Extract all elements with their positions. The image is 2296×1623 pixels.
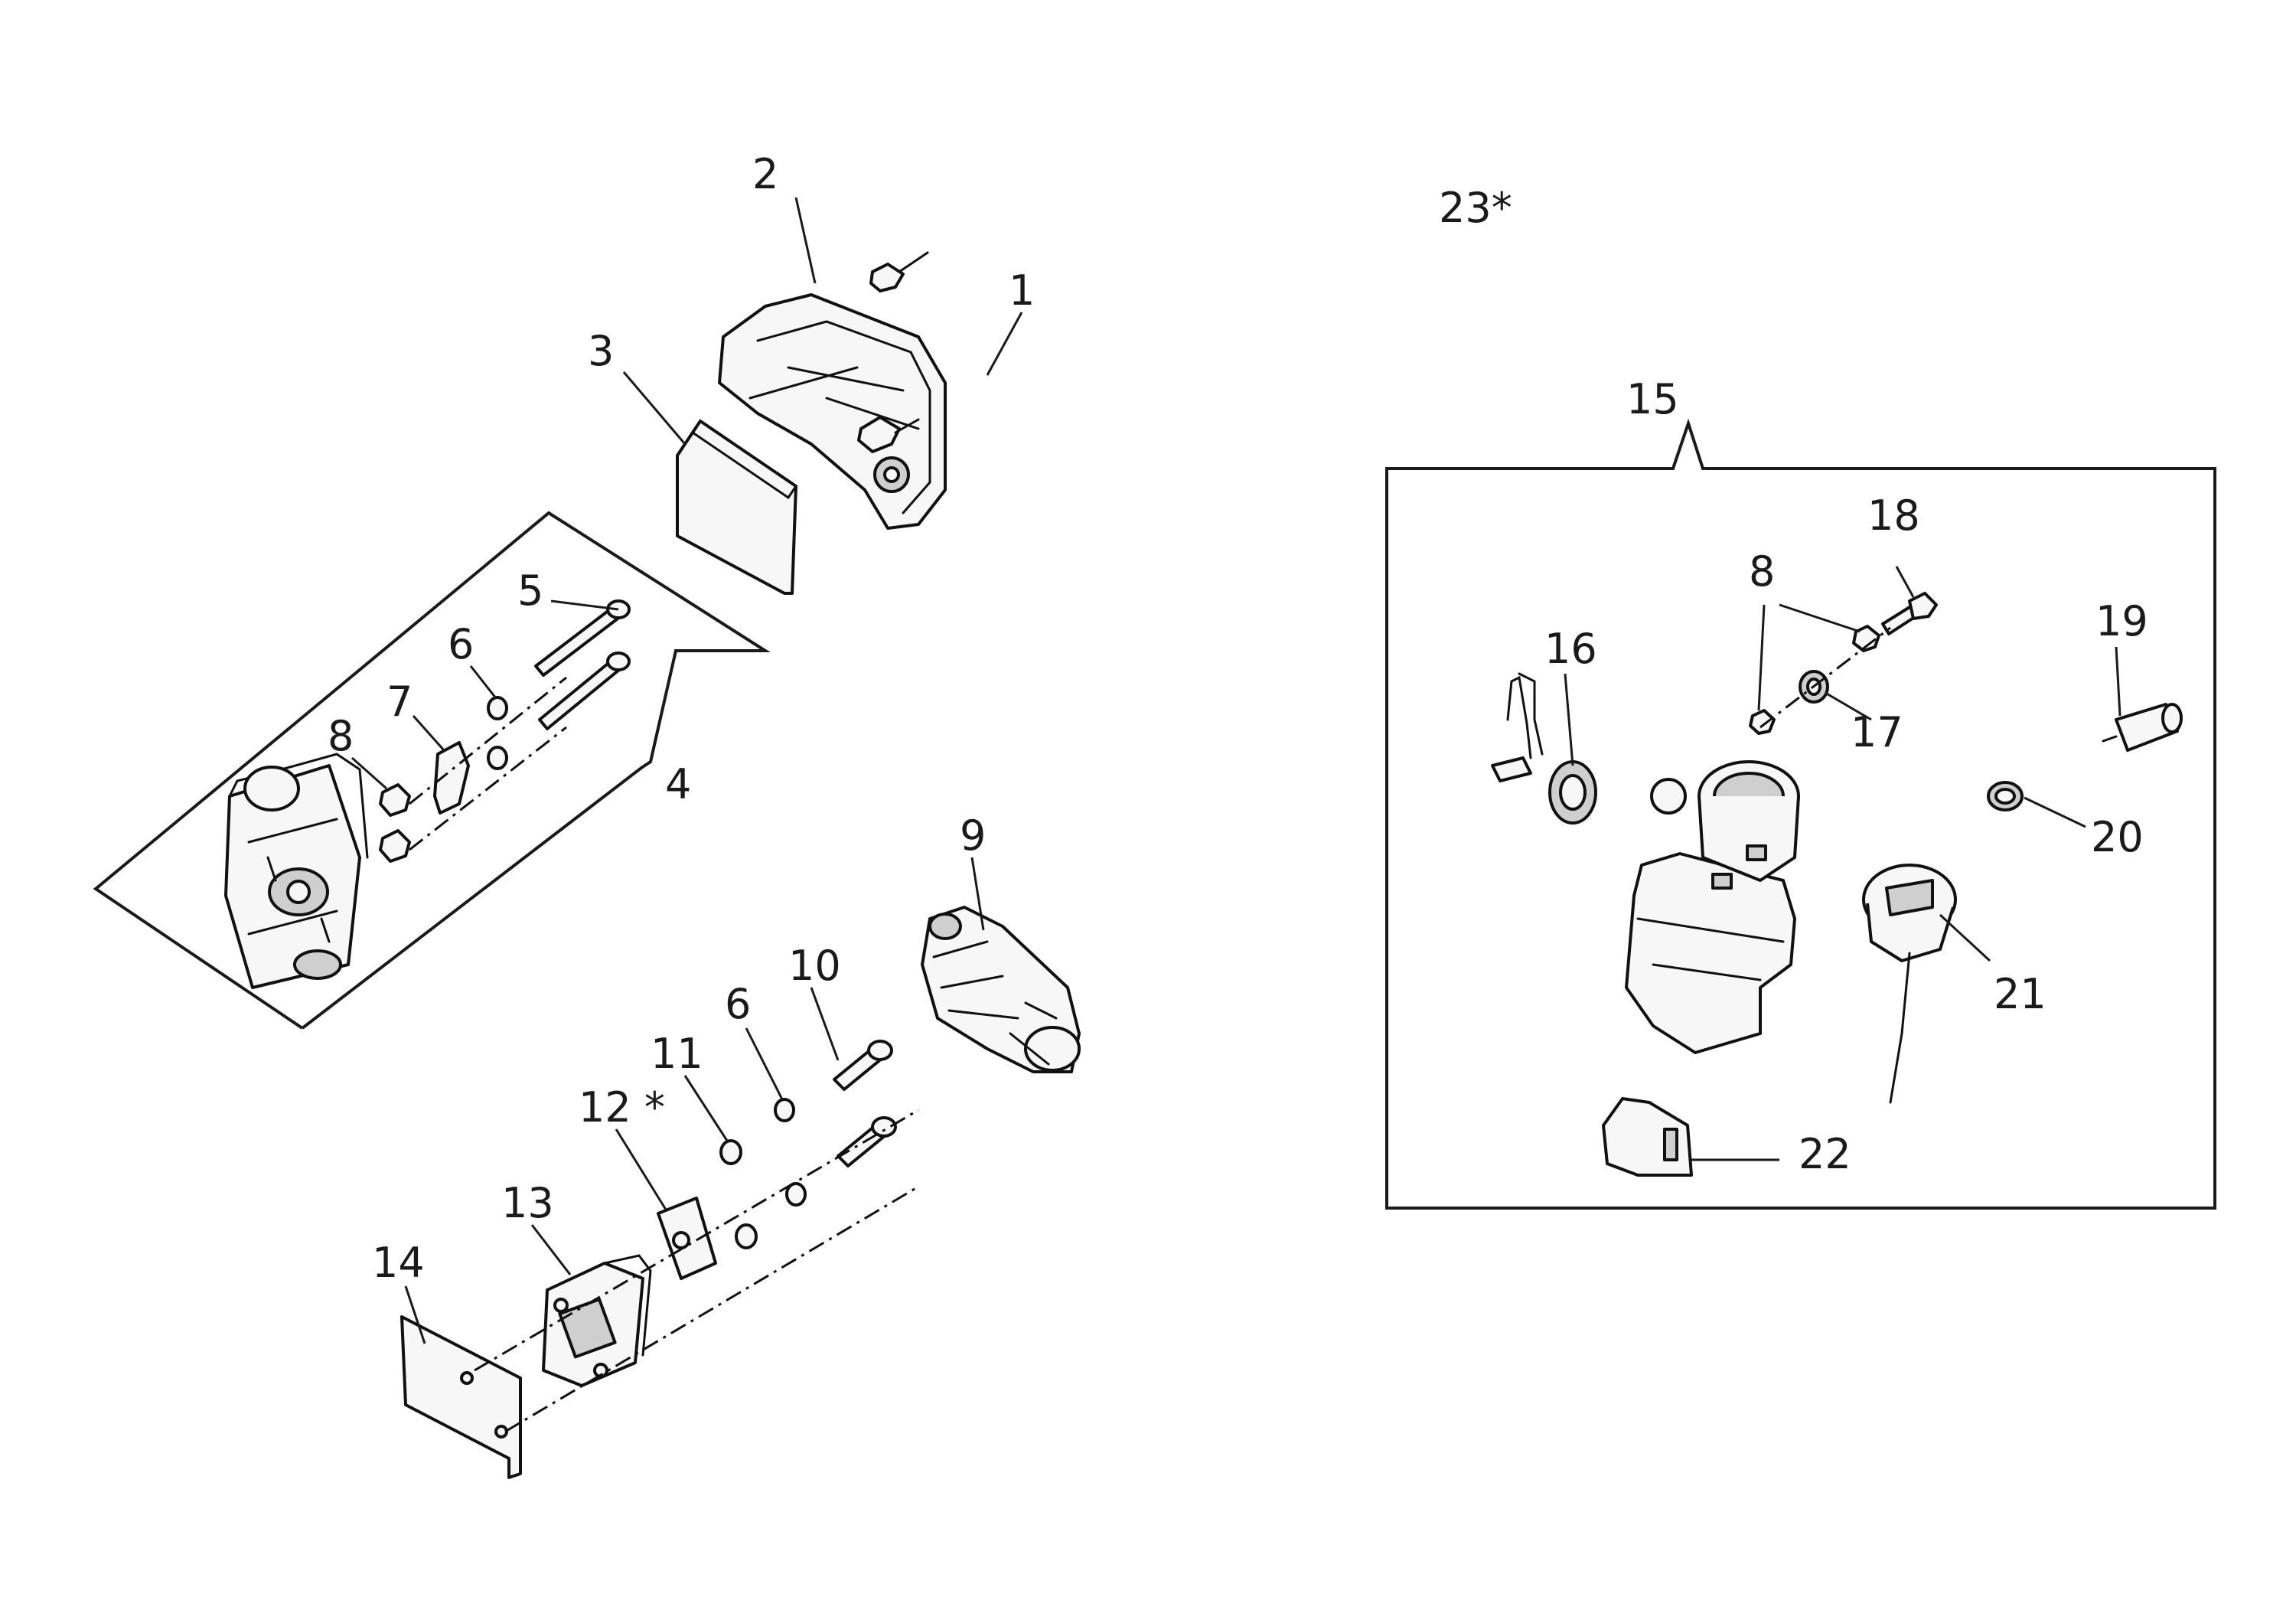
assembly-axis-line bbox=[504, 1185, 919, 1433]
callout-22: 22 bbox=[1799, 1130, 1851, 1178]
callout-8-left: 8 bbox=[328, 712, 354, 760]
cover-22-part bbox=[1602, 1097, 1693, 1177]
callout-7: 7 bbox=[386, 678, 413, 726]
callout-4: 4 bbox=[665, 760, 691, 808]
assembly-axis-line bbox=[409, 726, 567, 851]
callout-13: 13 bbox=[501, 1179, 554, 1227]
washer-6-lower-part bbox=[774, 1098, 807, 1207]
fuel-hose-16-part bbox=[1491, 672, 1597, 825]
callout-11: 11 bbox=[651, 1030, 703, 1078]
callout-19: 19 bbox=[2095, 597, 2148, 645]
callout-21: 21 bbox=[1994, 970, 2047, 1018]
callout-18: 18 bbox=[1867, 491, 1920, 540]
nut-8-part bbox=[379, 783, 411, 863]
fuel-filter-19-part bbox=[2102, 703, 2183, 752]
fuel-tank-part bbox=[1625, 760, 1800, 1054]
gasket-14-part bbox=[400, 1315, 522, 1479]
screw-1-part bbox=[857, 251, 929, 453]
air-filter-base-part bbox=[224, 753, 369, 989]
callout-15: 15 bbox=[1626, 375, 1679, 423]
callout-12: 12 * bbox=[579, 1083, 665, 1132]
callout-2: 2 bbox=[752, 150, 778, 198]
washer-6-part bbox=[487, 696, 508, 770]
air-filter-cover-2-part bbox=[718, 293, 947, 530]
callout-14: 14 bbox=[372, 1239, 425, 1287]
insulator-13-part bbox=[542, 1254, 652, 1387]
assembly-axis-line bbox=[409, 676, 567, 805]
plate-7-part bbox=[433, 741, 470, 815]
callout-10: 10 bbox=[788, 942, 841, 990]
assembly-axis-line bbox=[1760, 626, 1891, 729]
grommet-20-part bbox=[1987, 781, 2024, 812]
callout-20: 20 bbox=[2091, 813, 2144, 861]
group-15-frame bbox=[1385, 418, 2216, 1210]
callout-16: 16 bbox=[1544, 625, 1597, 673]
group-4-bracket bbox=[93, 511, 771, 1030]
air-filter-element-3-part bbox=[676, 419, 798, 595]
callout-6-upper: 6 bbox=[448, 620, 474, 668]
callout-5: 5 bbox=[517, 567, 543, 615]
callout-8-tank: 8 bbox=[1749, 547, 1775, 596]
assembly-axis-line bbox=[474, 1109, 919, 1372]
washer-11-part bbox=[719, 1139, 758, 1249]
leader-lines bbox=[351, 197, 2122, 1344]
callout-23: 23* bbox=[1439, 184, 1512, 232]
bolt-5-part bbox=[534, 599, 631, 730]
callout-1: 1 bbox=[1009, 266, 1035, 315]
callout-9: 9 bbox=[960, 812, 986, 860]
callout-6-lower: 6 bbox=[725, 980, 751, 1028]
callout-17: 17 bbox=[1851, 708, 1903, 756]
bolt-18-part bbox=[1881, 592, 1938, 635]
nut-8-tank-part bbox=[1749, 625, 1880, 735]
fuel-cap-21-part bbox=[1862, 864, 1957, 1104]
carburetor-9-part bbox=[921, 906, 1081, 1073]
screw-10-part bbox=[833, 1040, 897, 1167]
gasket-12-part bbox=[657, 1197, 717, 1280]
callout-3: 3 bbox=[588, 327, 614, 375]
